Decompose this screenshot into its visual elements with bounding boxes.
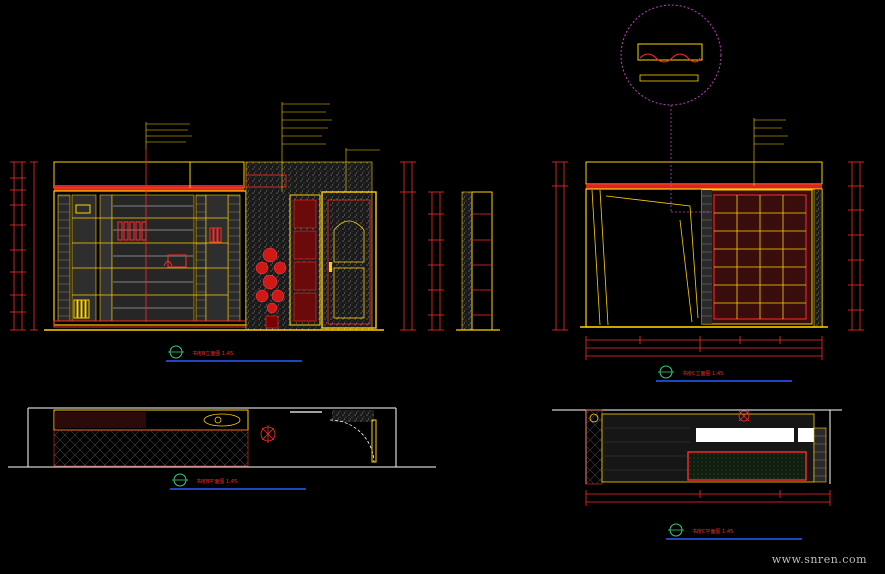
window-opening [591, 189, 699, 326]
view-caption: 书房B平面图 1:45 [196, 478, 237, 485]
watermark: www.snren.com [771, 553, 867, 566]
door-swing-arc [329, 419, 375, 463]
crown-moulding [53, 161, 245, 189]
view-title-elev-right: 书房C立面图 1:45 [656, 365, 792, 382]
plan-right: 书房C平面图 1:45 [552, 409, 842, 540]
view-title-elev-left: 书房B立面图 1:45 [166, 345, 302, 362]
view-title-plan-left: 书房B平面图 1:45 [170, 473, 306, 490]
view-title-plan-right: 书房C平面图 1:45 [666, 523, 802, 540]
carved-screen-panel [289, 194, 321, 326]
view-caption: 书房B立面图 1:45 [192, 350, 233, 357]
door-elevation [321, 191, 377, 329]
view-caption: 书房C立面图 1:45 [682, 370, 723, 377]
magnified-detail-callout [620, 4, 722, 213]
view-caption: 书房C平面图 1:45 [692, 528, 733, 535]
dimension-left-vertical-r [552, 161, 568, 331]
plant-plan-symbol [260, 425, 276, 443]
lattice-doors [701, 189, 813, 325]
dimension-right-vertical [400, 161, 416, 331]
elevation-left: 书房B立面图 1:45 [10, 102, 416, 362]
sofa-plan [696, 428, 794, 442]
annotation-callouts-r [753, 118, 788, 186]
dimension-left-vertical [10, 161, 38, 331]
elevation-right: 书房C立面图 1:45 [552, 4, 864, 382]
annotation-callouts [145, 102, 380, 192]
section-detail [428, 191, 500, 331]
potted-plant [255, 247, 287, 329]
plan-left: 书房B平面图 1:45 [8, 407, 436, 490]
dimension-horizontal [585, 336, 823, 360]
rug-plan [687, 451, 807, 481]
lamp-plan-symbol [738, 410, 750, 422]
bookcase [53, 150, 247, 328]
